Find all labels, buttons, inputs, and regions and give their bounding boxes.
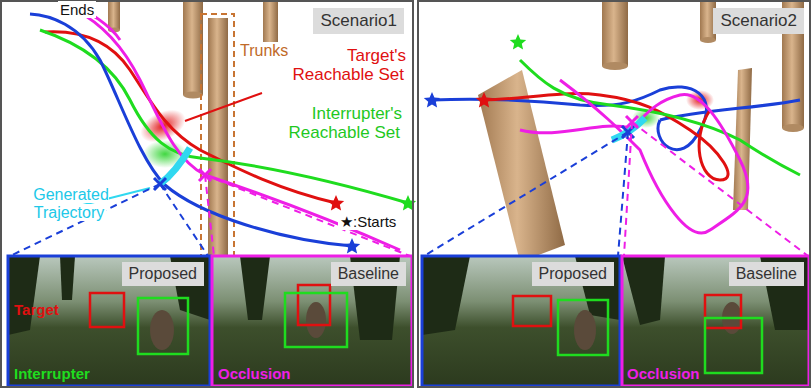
panel-tag: Scenario2 xyxy=(713,8,804,34)
panel-title: Baseline xyxy=(338,265,399,282)
label-text: Target xyxy=(14,301,59,318)
label-text: Target's Reachable Set xyxy=(292,46,406,84)
panel-title: Proposed xyxy=(539,265,608,282)
panel-tag: Proposed xyxy=(532,262,615,286)
annotation: ★:Starts xyxy=(338,214,398,231)
trajectories xyxy=(30,4,408,250)
label-text: Trunks xyxy=(238,42,290,59)
annotation: Interrupter xyxy=(14,366,90,383)
panel-tag: Scenario1 xyxy=(313,8,404,34)
panel-tag: Baseline xyxy=(729,262,804,286)
label-text: Interrupter's Reachable Set xyxy=(288,104,402,142)
annotation: Occlusion xyxy=(627,366,700,383)
annotation: Trunks xyxy=(238,42,290,60)
label-text: ★:Starts xyxy=(338,213,398,230)
annotation: Generated Trajectory xyxy=(22,186,118,222)
annotation: Ends xyxy=(58,2,96,19)
panel-title: Scenario2 xyxy=(720,11,797,30)
annotation: Target's Reachable Set xyxy=(270,46,406,84)
camera-views xyxy=(8,256,809,386)
annotation: Target xyxy=(14,302,59,319)
label-text: Generated Trajectory xyxy=(31,186,109,221)
label-text: Ends xyxy=(58,1,96,18)
panel-title: Proposed xyxy=(129,265,198,282)
panel-title: Baseline xyxy=(736,265,797,282)
label-text: Occlusion xyxy=(627,365,700,382)
annotation: Interrupter's Reachable Set xyxy=(262,104,402,142)
tree-trunks xyxy=(478,0,804,262)
panel-tag: Proposed xyxy=(122,262,205,286)
panel-tag: Baseline xyxy=(331,262,406,286)
label-text: Interrupter xyxy=(14,365,90,382)
panel-title: Scenario1 xyxy=(320,11,397,30)
label-text: Occlusion xyxy=(218,365,291,382)
annotation: Occlusion xyxy=(218,366,291,383)
